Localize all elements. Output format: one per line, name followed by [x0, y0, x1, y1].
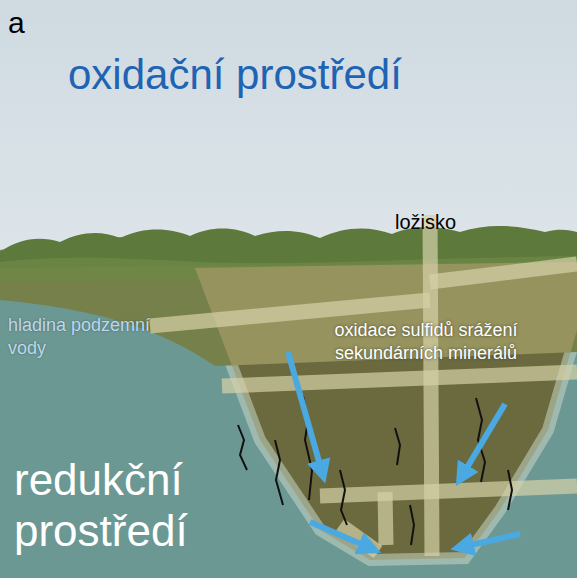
panel-letter: a	[8, 6, 48, 39]
ore-deposit: ložisko oxidace sulfidů srážení sekundárn…	[195, 205, 577, 560]
zone-name: oxidační prostředí	[68, 52, 528, 98]
process-note: oxidace sulfidů srážení sekundárních min…	[303, 319, 549, 366]
deposit-name: ložisko	[395, 209, 515, 235]
zone-name: redukční prostředí	[14, 455, 264, 556]
water-table-label: hladina podzemní vody	[8, 314, 158, 361]
